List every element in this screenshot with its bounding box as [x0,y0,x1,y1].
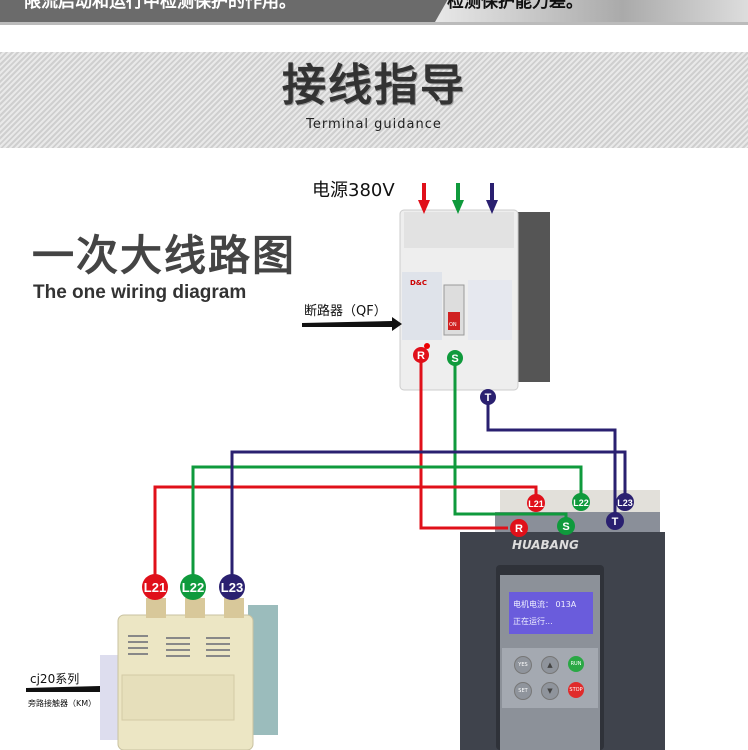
lcd-line-2: 正在运行... [513,617,553,626]
power-input-arrows [418,183,498,214]
lcd-display: 电机电流： 013A 正在运行... [509,592,593,634]
terminal-l21-contactor: L21 [144,580,166,595]
diagram-title: 一次大线路图 [32,231,297,280]
breaker-pointer-arrow [302,317,402,331]
set-key[interactable]: SET [514,682,532,700]
terminal-l23-starter: L23 [617,498,633,508]
wire-l23 [230,450,627,580]
wire-l21 [153,485,538,580]
wire-l22 [191,465,583,580]
banner-right-text: 检测保护能力差。 [447,0,583,12]
wire-r [419,360,508,530]
up-key[interactable]: ▲ [541,656,559,674]
banner-right-image [435,0,748,22]
breaker-switch-label: ON [449,322,457,328]
circuit-breaker: D&C ON [399,209,550,391]
breaker-label: 断路器（QF） [304,304,387,319]
section-header-band [0,52,748,148]
wires [153,360,627,580]
terminal-r-breaker: R [417,350,425,362]
terminal-s-starter: S [562,521,569,533]
contactor-label: 旁路接触器（KM） [28,699,97,708]
terminal-l21-starter: L21 [528,499,544,509]
wire-t [486,400,617,515]
breaker-brand: D&C [410,279,427,287]
terminal-l22-contactor: L22 [182,580,204,595]
section-subtitle: Terminal guidance [306,117,442,132]
power-label: 电源380V [312,180,395,201]
terminal-t-breaker: T [485,392,492,404]
section-title: 接线指导 [282,60,466,111]
terminal-l23-contactor: L23 [221,580,243,595]
stop-key[interactable]: STOP [568,682,584,698]
terminal-markers: R S T L21 L22 L23 L21 L22 L23 R S T [142,347,634,600]
diagram-subtitle: The one wiring diagram [33,282,247,303]
contactor-pointer-arrow [26,682,110,696]
run-key[interactable]: RUN [568,656,584,672]
banner-left-text: 限流启动和运行中检测保护的作用。 [24,0,296,12]
terminal-s-breaker: S [451,353,458,365]
starter-brand: HUABANG [512,538,579,552]
down-key[interactable]: ▼ [541,682,559,700]
lcd-line-1: 电机电流： 013A [513,600,577,609]
contactor-series: cj20系列 [30,672,80,686]
yes-key[interactable]: YES [514,656,532,674]
terminal-r-starter: R [515,523,523,535]
terminal-t-starter: T [612,516,619,528]
bypass-contactor [100,598,278,750]
terminal-l22-starter: L22 [573,498,589,508]
